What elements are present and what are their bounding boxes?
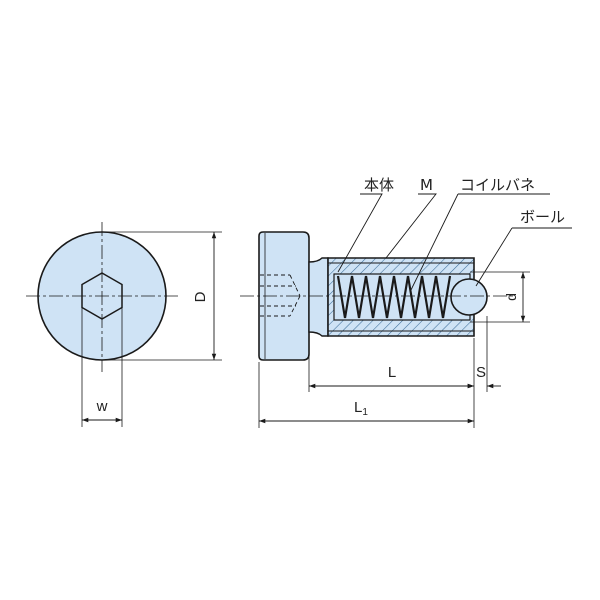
ball-diameter-label: d [503,293,519,301]
leader-lines [337,193,572,293]
coil-spring [336,275,452,319]
ball-protrusion-label: S [476,364,486,381]
length-label: L [388,364,396,381]
spring-label: コイルバネ [460,176,535,194]
screw-neck [308,257,329,337]
side-view: d L S L1 本体 M コイルバネ ボール [240,176,572,428]
body-label: 本体 [364,176,394,194]
ball-leader-diag [475,227,513,287]
thread-leader [385,193,437,259]
w-label: w [96,398,108,415]
thread-label: M [420,176,433,194]
ball-label: ボール [520,208,565,226]
screw-head [258,231,310,361]
socket-hidden-lines [260,274,301,317]
end-view: w D [26,222,222,427]
total-length-letter: L [354,399,362,416]
body-leader [337,193,383,273]
head-diameter-label: D [192,291,209,302]
total-length-subscript: 1 [362,407,368,418]
spring-leader-diag [409,193,459,293]
ball [450,278,488,316]
total-length-label: L1 [354,399,368,418]
